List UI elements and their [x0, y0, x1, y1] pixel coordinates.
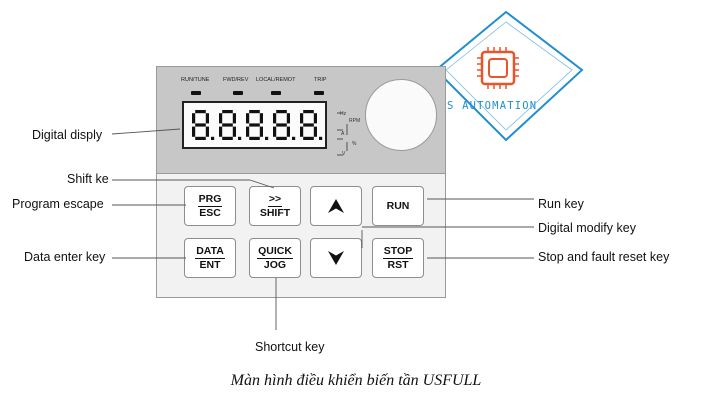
led-run-tune: [191, 91, 201, 95]
potentiometer-knob[interactable]: [365, 79, 437, 151]
led-trip: [314, 91, 324, 95]
callout-shortcut-key: Shortcut key: [255, 340, 325, 354]
shift-label: SHIFT: [259, 206, 291, 219]
sns-logo-frame: [434, 10, 584, 142]
run-label: RUN: [386, 199, 410, 212]
jog-label: JOG: [263, 258, 287, 271]
callout-shift-key: Shift ke: [67, 172, 109, 186]
callout-digital-modify-key: Digital modify key: [538, 221, 636, 235]
keypad-panel: RUN/TUNE FWD/REV LOCAL/REMOT TRIP Hz RPM…: [156, 66, 446, 298]
led-label-fwd-rev: FWD/REV: [223, 77, 249, 83]
unit-indicator-brackets: [337, 112, 348, 156]
display-digit: [192, 110, 215, 140]
unit-pct: %: [352, 141, 357, 147]
callout-digital-display: Digital disply: [32, 128, 103, 142]
esc-label: ESC: [199, 206, 221, 219]
unit-rpm: RPM: [349, 118, 361, 124]
data-label: DATA: [195, 244, 225, 259]
quick-jog-key[interactable]: QUICK JOG: [249, 238, 301, 278]
up-key[interactable]: [310, 186, 362, 226]
display-digit: [219, 110, 242, 140]
stop-label: STOP: [382, 244, 414, 259]
shift-arrows-label: >>: [267, 192, 283, 207]
digital-display: [182, 101, 327, 149]
callout-program-escape: Program escape: [12, 197, 104, 211]
shift-key[interactable]: >> SHIFT: [249, 186, 301, 226]
unit-a: A: [341, 131, 345, 137]
down-key[interactable]: [310, 238, 362, 278]
stop-rst-key[interactable]: STOP RST: [372, 238, 424, 278]
led-label-trip: TRIP: [314, 77, 327, 83]
callout-data-enter-key: Data enter key: [24, 250, 106, 264]
rst-label: RST: [387, 258, 409, 271]
quick-label: QUICK: [257, 244, 293, 259]
run-key[interactable]: RUN: [372, 186, 424, 226]
callout-run-key: Run key: [538, 197, 584, 211]
unit-v: V: [342, 151, 346, 157]
chip-icon: [477, 47, 519, 89]
prg-esc-key[interactable]: PRG ESC: [184, 186, 236, 226]
data-ent-key[interactable]: DATA ENT: [184, 238, 236, 278]
down-arrow-icon: [328, 251, 344, 265]
display-area: RUN/TUNE FWD/REV LOCAL/REMOT TRIP Hz RPM…: [157, 67, 445, 174]
led-local-remot: [271, 91, 281, 95]
prg-label: PRG: [197, 192, 223, 207]
led-label-run-tune: RUN/TUNE: [181, 77, 210, 83]
ent-label: ENT: [199, 258, 221, 271]
led-fwd-rev: [233, 91, 243, 95]
sns-logo-text: SNS AUTOMATION: [432, 100, 538, 112]
display-digit: [246, 110, 269, 140]
display-digit: [300, 110, 323, 140]
unit-hz: Hz: [340, 111, 347, 117]
display-digit: [273, 110, 296, 140]
callout-stop-reset-key: Stop and fault reset key: [538, 250, 670, 264]
led-label-local-remot: LOCAL/REMOT: [256, 77, 296, 83]
up-arrow-icon: [328, 199, 344, 213]
figure-caption: Màn hình điều khiển biến tần USFULL: [230, 372, 482, 389]
